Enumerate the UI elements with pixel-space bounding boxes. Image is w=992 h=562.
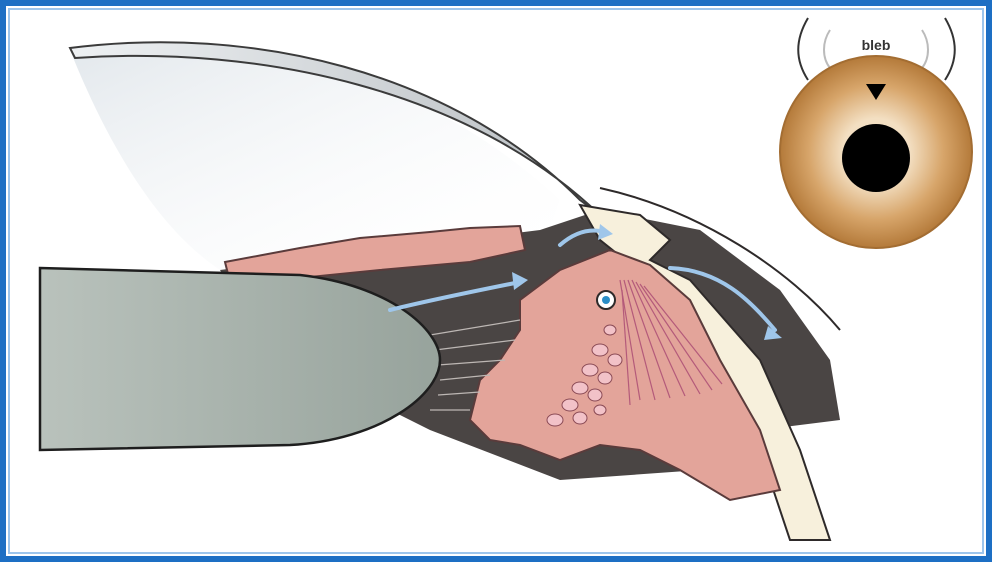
lens (40, 268, 440, 450)
bleb-label: bleb (862, 37, 891, 53)
inset-pupil (842, 124, 910, 192)
vessel-icon (597, 291, 615, 309)
